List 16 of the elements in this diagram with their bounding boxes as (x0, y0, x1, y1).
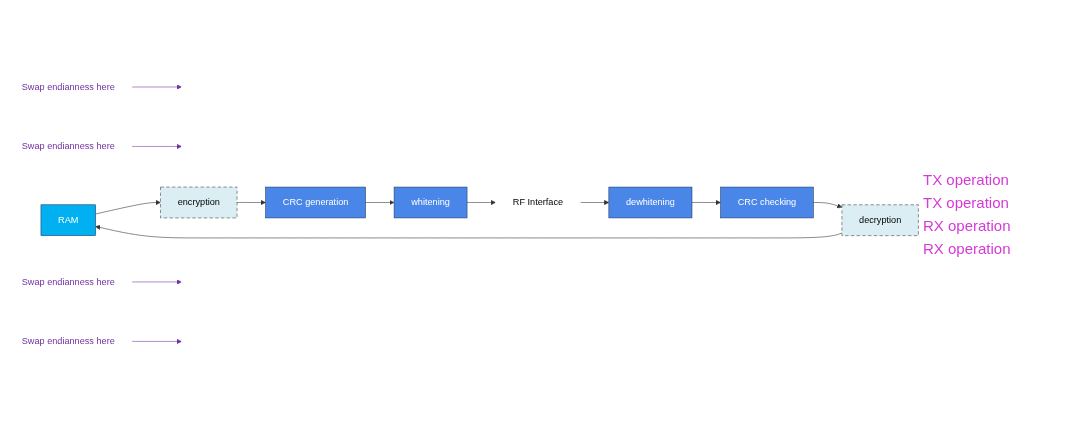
node-text: Swap endianness here (21, 276, 115, 287)
node-text: Swap endianness here (21, 336, 115, 346)
node-box: CRC checking (720, 186, 814, 218)
operation-note: TX operation (923, 194, 1010, 211)
operation-note: RX operation (923, 240, 1012, 257)
node-box: dewhitening (608, 186, 693, 218)
operation-note: TX operation (923, 171, 1010, 188)
node-box: CRC generation (265, 186, 366, 218)
node-box: whitening (393, 186, 468, 218)
node-box: encryption (160, 186, 238, 218)
node-box: RAM (40, 204, 96, 236)
node-text: RF Interface (512, 197, 564, 207)
operation-note: RX operation (923, 217, 1012, 234)
node-text: Swap endianness here (21, 81, 115, 92)
node-text: Swap endianness here (21, 141, 115, 151)
node-box: decryption (841, 204, 919, 236)
